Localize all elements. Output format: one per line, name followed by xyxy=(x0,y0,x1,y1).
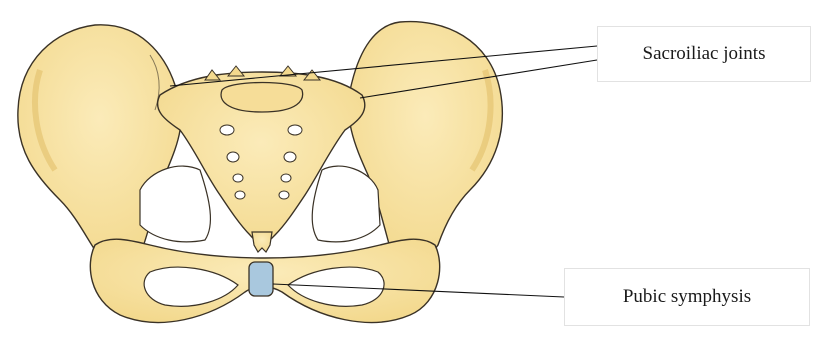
sacroiliac-joints-label: Sacroiliac joints xyxy=(597,26,811,82)
pubic-symphysis-label: Pubic symphysis xyxy=(564,268,810,326)
pubic-symphysis-cartilage xyxy=(249,262,273,296)
sacral-promontory xyxy=(221,83,303,113)
coccyx xyxy=(252,232,272,252)
